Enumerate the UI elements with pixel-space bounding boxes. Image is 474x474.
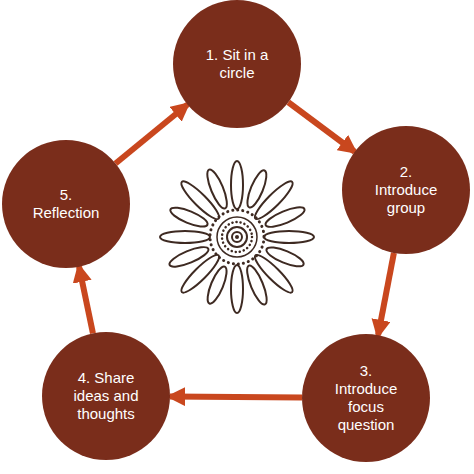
step-label: 4. Share ideas and thoughts bbox=[65, 369, 147, 423]
sun-ray bbox=[167, 243, 210, 270]
sun-ring bbox=[217, 217, 257, 257]
sun-ray bbox=[231, 265, 243, 313]
circle-fill bbox=[342, 126, 470, 254]
sun-ring bbox=[232, 232, 242, 242]
step-circle: 2. Introduce group bbox=[342, 126, 470, 254]
flow-arrow bbox=[79, 267, 93, 334]
sun-motif bbox=[160, 161, 314, 313]
sun-ray bbox=[264, 244, 306, 270]
step-label: 3. Introduce focus question bbox=[328, 362, 404, 434]
sun-center bbox=[235, 235, 239, 239]
sun-ray bbox=[263, 204, 306, 231]
step-circle: 5. Reflection bbox=[2, 140, 130, 268]
sun-ray bbox=[160, 231, 210, 243]
circle-fill bbox=[302, 334, 430, 462]
sun-ray bbox=[168, 204, 210, 230]
sun-ring bbox=[227, 227, 247, 247]
flow-arrow bbox=[288, 102, 354, 151]
step-circle: 1. Sit in a circle bbox=[173, 0, 301, 128]
sun-ray bbox=[244, 168, 270, 210]
circle-fill bbox=[173, 0, 301, 128]
sun-ray bbox=[204, 264, 230, 306]
sun-ray bbox=[264, 231, 314, 243]
sun-ray bbox=[204, 167, 231, 210]
step-label: 2. Introduce group bbox=[369, 163, 443, 217]
dot-ring bbox=[210, 210, 264, 264]
sun-ray bbox=[243, 263, 270, 306]
circle-fill bbox=[2, 140, 130, 268]
flow-arrow bbox=[116, 105, 188, 164]
dot-ring bbox=[222, 222, 252, 252]
step-label: 5. Reflection bbox=[28, 186, 104, 222]
step-label: 1. Sit in a circle bbox=[197, 46, 277, 82]
circle-fill bbox=[42, 332, 170, 460]
flow-arrow bbox=[378, 253, 394, 335]
step-circle: 4. Share ideas and thoughts bbox=[42, 332, 170, 460]
step-circle: 3. Introduce focus question bbox=[302, 334, 430, 462]
sun-ray bbox=[231, 161, 243, 209]
flow-arrow bbox=[170, 396, 302, 397]
